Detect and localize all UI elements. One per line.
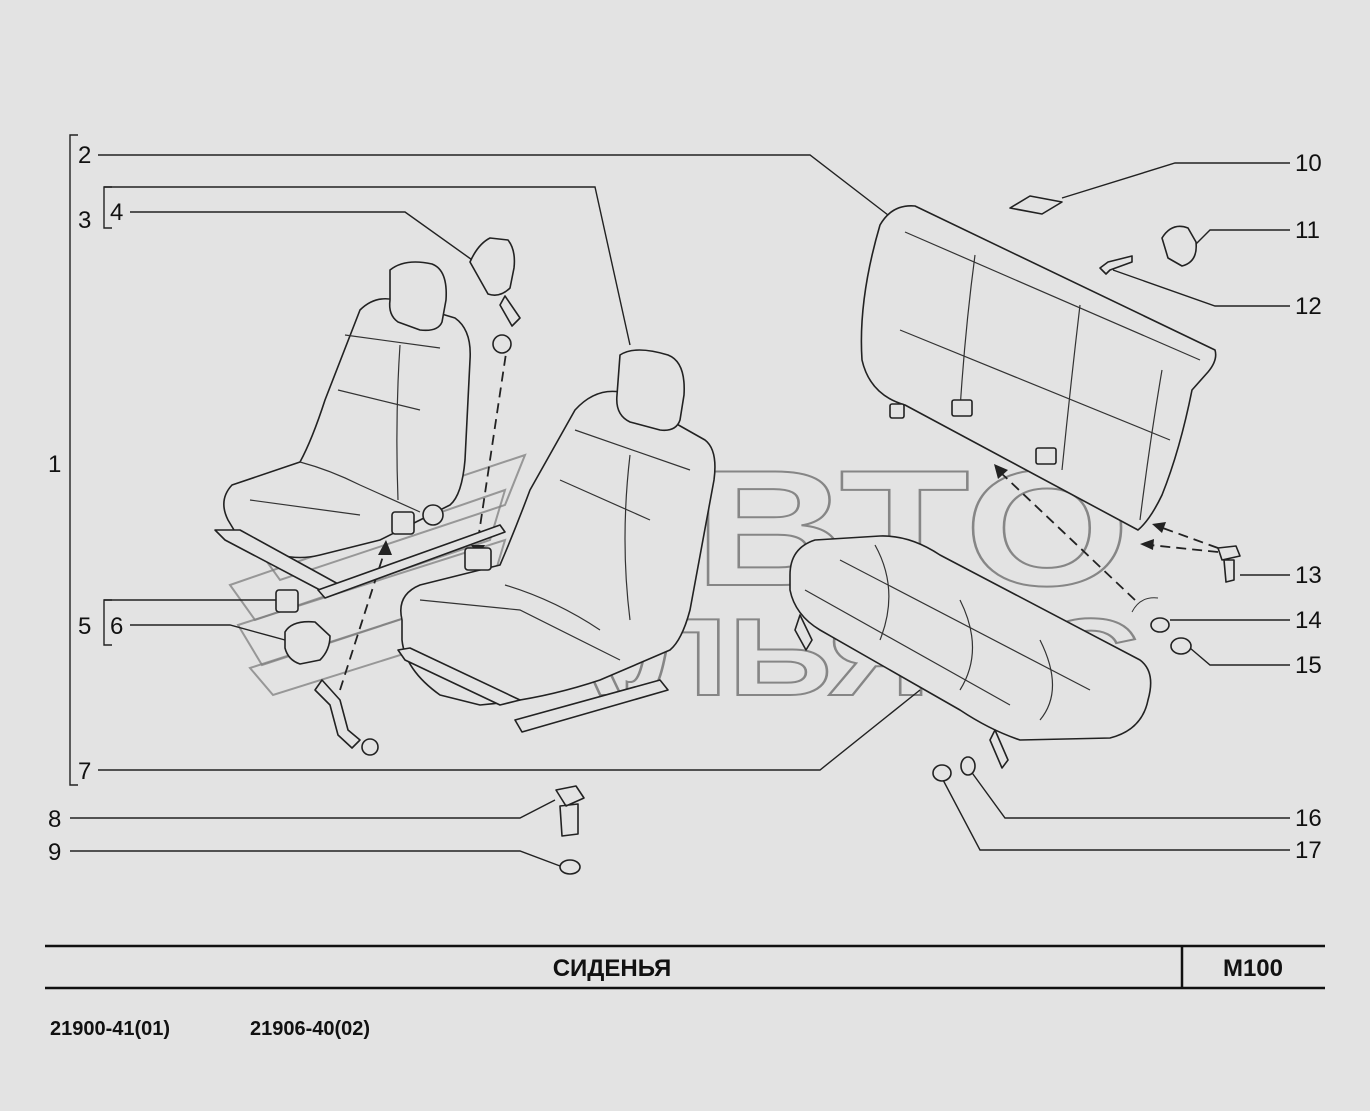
screw-12 (1099, 255, 1133, 275)
callout-8: 8 (48, 806, 61, 833)
plug-10 (1009, 195, 1063, 215)
callout-17: 17 (1295, 837, 1322, 864)
washer-9 (559, 859, 581, 875)
callout-4: 4 (110, 199, 123, 226)
footer-ref-1: 21900-41(01) (50, 1018, 170, 1040)
rear-seat-back (860, 205, 1217, 531)
washer-16 (960, 756, 976, 776)
callout-9: 9 (48, 839, 61, 866)
callout-16: 16 (1295, 805, 1322, 832)
nut-17 (932, 764, 952, 782)
footer-ref-2: 21906-40(02) (250, 1018, 370, 1040)
sheet-title: СИДЕНЬЯ (553, 955, 672, 982)
callout-1: 1 (48, 451, 61, 478)
callout-11: 11 (1295, 217, 1320, 244)
small-parts (555, 195, 1241, 875)
seat-belt-buckle-5-6 (275, 589, 379, 756)
callout-14: 14 (1295, 607, 1322, 634)
callout-2: 2 (78, 142, 91, 169)
callout-6: 6 (110, 613, 123, 640)
callout-5: 5 (78, 613, 91, 640)
callout-12: 12 (1295, 293, 1322, 320)
callout-15: 15 (1295, 652, 1322, 679)
sheet-code: M100 (1223, 955, 1283, 982)
front-seat-rear-view (214, 261, 506, 599)
callout-10: 10 (1295, 150, 1322, 177)
bolt-8 (555, 785, 585, 837)
washer-14 (1150, 617, 1170, 633)
bolt-13 (1217, 545, 1241, 583)
footer: 21900-41(01) 21906-40(02) (50, 1018, 370, 1040)
front-seat (397, 349, 716, 733)
rear-seat-cushion (789, 535, 1152, 769)
bracket-11 (1161, 225, 1198, 267)
callout-13: 13 (1295, 562, 1322, 589)
nut-15 (1170, 637, 1192, 655)
leader-lines (69, 134, 1290, 867)
callouts: 1 2 3 4 5 6 7 8 9 10 11 12 13 14 15 16 1… (48, 142, 1322, 866)
seat-belt-4 (469, 237, 521, 354)
callout-3: 3 (78, 207, 91, 234)
title-block: СИДЕНЬЯ M100 (45, 944, 1325, 990)
callout-7: 7 (78, 758, 91, 785)
